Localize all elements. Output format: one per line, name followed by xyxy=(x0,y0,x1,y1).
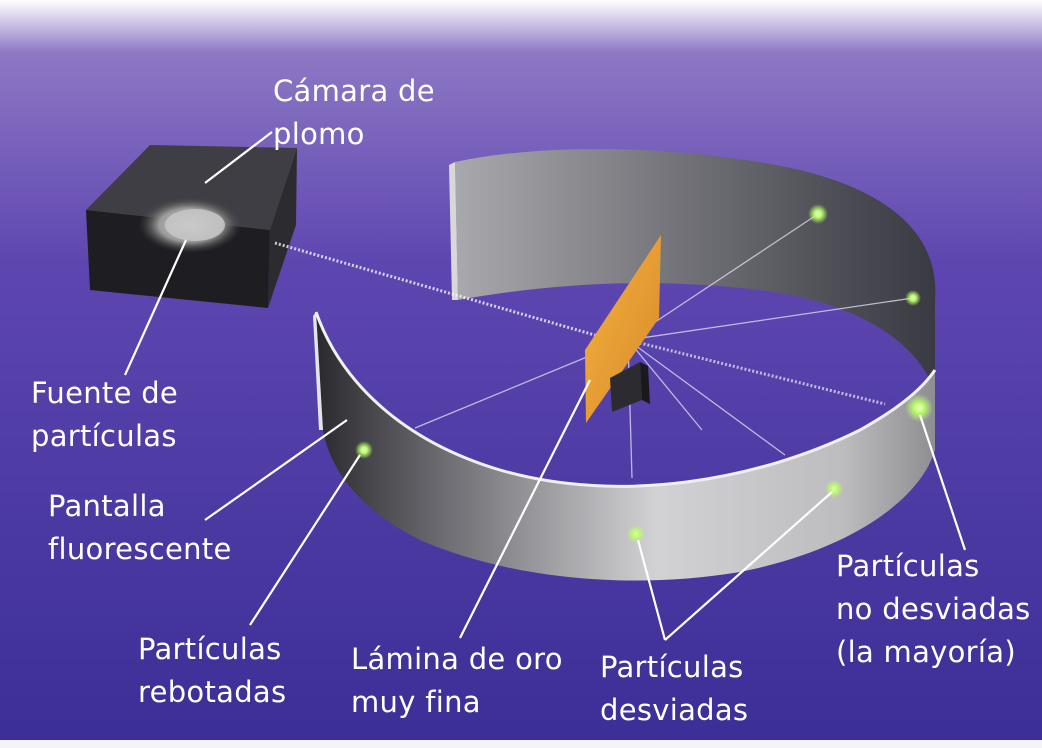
fluorescent-screen-front xyxy=(316,312,935,581)
impact-glows xyxy=(355,204,933,543)
incident-beam xyxy=(274,241,613,342)
lead-chamber xyxy=(86,145,297,308)
screen-top-rim xyxy=(314,311,937,488)
gold-foil xyxy=(585,235,661,423)
bottom-edge xyxy=(0,740,1042,748)
leader-lines xyxy=(123,131,967,641)
screen-front-edge xyxy=(313,312,323,430)
screen-back-edge xyxy=(449,162,458,300)
